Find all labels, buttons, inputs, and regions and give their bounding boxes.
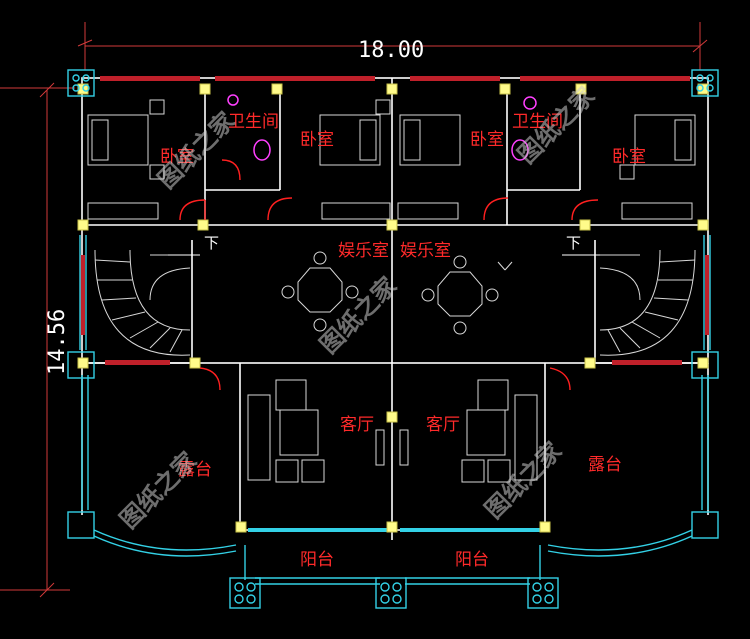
dimension-lines — [0, 22, 708, 598]
corner-pedestals — [67, 69, 719, 609]
stair-right — [599, 249, 696, 356]
game-tables — [281, 251, 513, 335]
room-label-balcony-right: 阳台 — [455, 550, 489, 570]
door-swings — [179, 159, 599, 391]
room-label-terrace-right: 露台 — [588, 455, 622, 475]
windows — [80, 76, 710, 532]
room-label-bedroom-4: 卧室 — [612, 147, 646, 167]
room-label-entertainment-right: 娱乐室 — [400, 241, 451, 261]
room-label-bedroom-2: 卧室 — [300, 130, 334, 150]
watermark-3: 图纸之家 — [314, 272, 402, 360]
watermark-4: 图纸之家 — [114, 447, 202, 535]
depth-dimension: 14.56 — [45, 309, 70, 375]
beds — [87, 99, 696, 180]
width-dimension: 18.00 — [358, 38, 424, 63]
room-label-balcony-left: 阳台 — [300, 550, 334, 570]
stair-down-right-mark: 下 — [566, 234, 581, 252]
balustrades — [79, 235, 711, 585]
stair-down-left-mark: 下 — [204, 234, 219, 252]
room-label-bathroom-right: 卫生间 — [512, 112, 563, 132]
bathroom-fixtures — [227, 94, 537, 161]
wardrobes — [87, 202, 693, 220]
columns — [77, 83, 709, 533]
room-label-bathroom-left: 卫生间 — [228, 112, 279, 132]
room-label-terrace-left: 露台 — [178, 460, 212, 480]
watermark-5: 图纸之家 — [479, 437, 567, 525]
room-label-bedroom-1: 卧室 — [160, 147, 194, 167]
stair-left — [94, 249, 191, 356]
room-label-entertainment-left: 娱乐室 — [338, 241, 389, 261]
room-label-bedroom-3: 卧室 — [470, 130, 504, 150]
room-label-living-right: 客厅 — [426, 415, 460, 435]
sofas — [247, 379, 538, 483]
room-label-living-left: 客厅 — [340, 415, 374, 435]
